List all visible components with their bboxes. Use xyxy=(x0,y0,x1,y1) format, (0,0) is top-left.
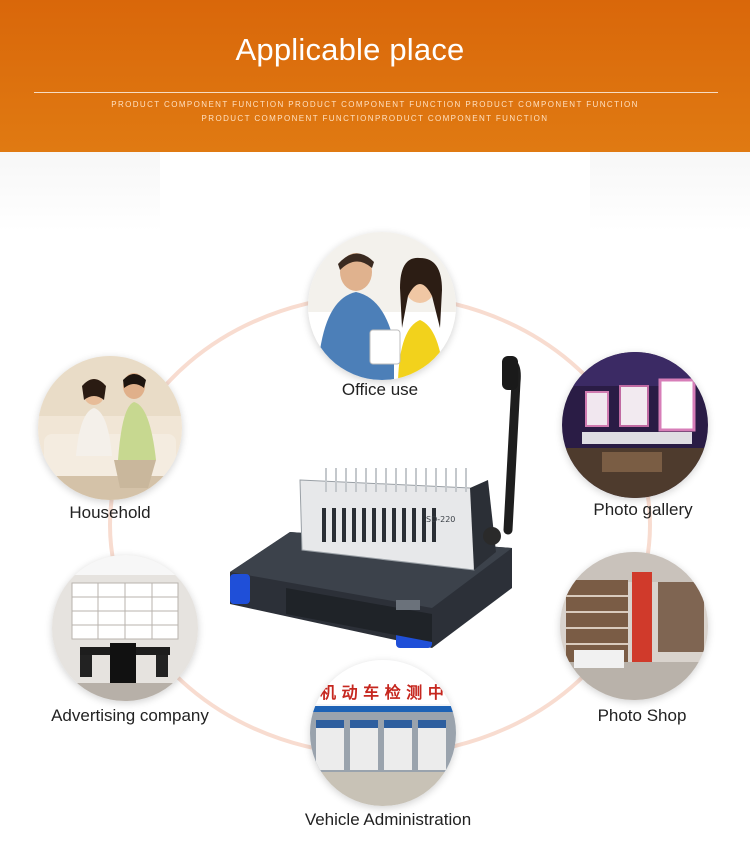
header-banner: Applicable place PRODUCT COMPONENT FUNCT… xyxy=(0,0,750,152)
office-use-label: Office use xyxy=(341,380,419,399)
household-photo xyxy=(38,356,182,500)
banner-subtitle-line-1: PRODUCT COMPONENT FUNCTION PRODUCT COMPO… xyxy=(111,100,639,109)
photo-shop-photo xyxy=(560,552,708,700)
advertising-company-label: Advertising company xyxy=(51,706,209,725)
vehicle-sign-text: 机 动 车 检 测 中 xyxy=(320,683,444,702)
binding-machine: SD-220 xyxy=(230,356,521,648)
household-label: Household xyxy=(69,503,151,522)
vehicle-administration-label: Vehicle Administration xyxy=(304,810,472,829)
photo-shop-label: Photo Shop xyxy=(597,706,687,725)
advertising-company-photo xyxy=(52,555,198,701)
machine-model-label: SD-220 xyxy=(426,515,455,524)
banner-subtitle-line-2: PRODUCT COMPONENT FUNCTIONPRODUCT COMPON… xyxy=(201,114,549,123)
office-use-photo xyxy=(308,232,456,380)
photo-gallery-photo xyxy=(562,352,708,498)
banner-divider xyxy=(34,92,718,93)
fade-panel-right xyxy=(590,152,750,232)
vehicle-administration-photo: 机 动 车 检 测 中 xyxy=(310,660,456,806)
photo-gallery-label: Photo gallery xyxy=(593,500,693,519)
fade-panel-left xyxy=(0,152,160,232)
page-title: Applicable place xyxy=(235,32,465,67)
